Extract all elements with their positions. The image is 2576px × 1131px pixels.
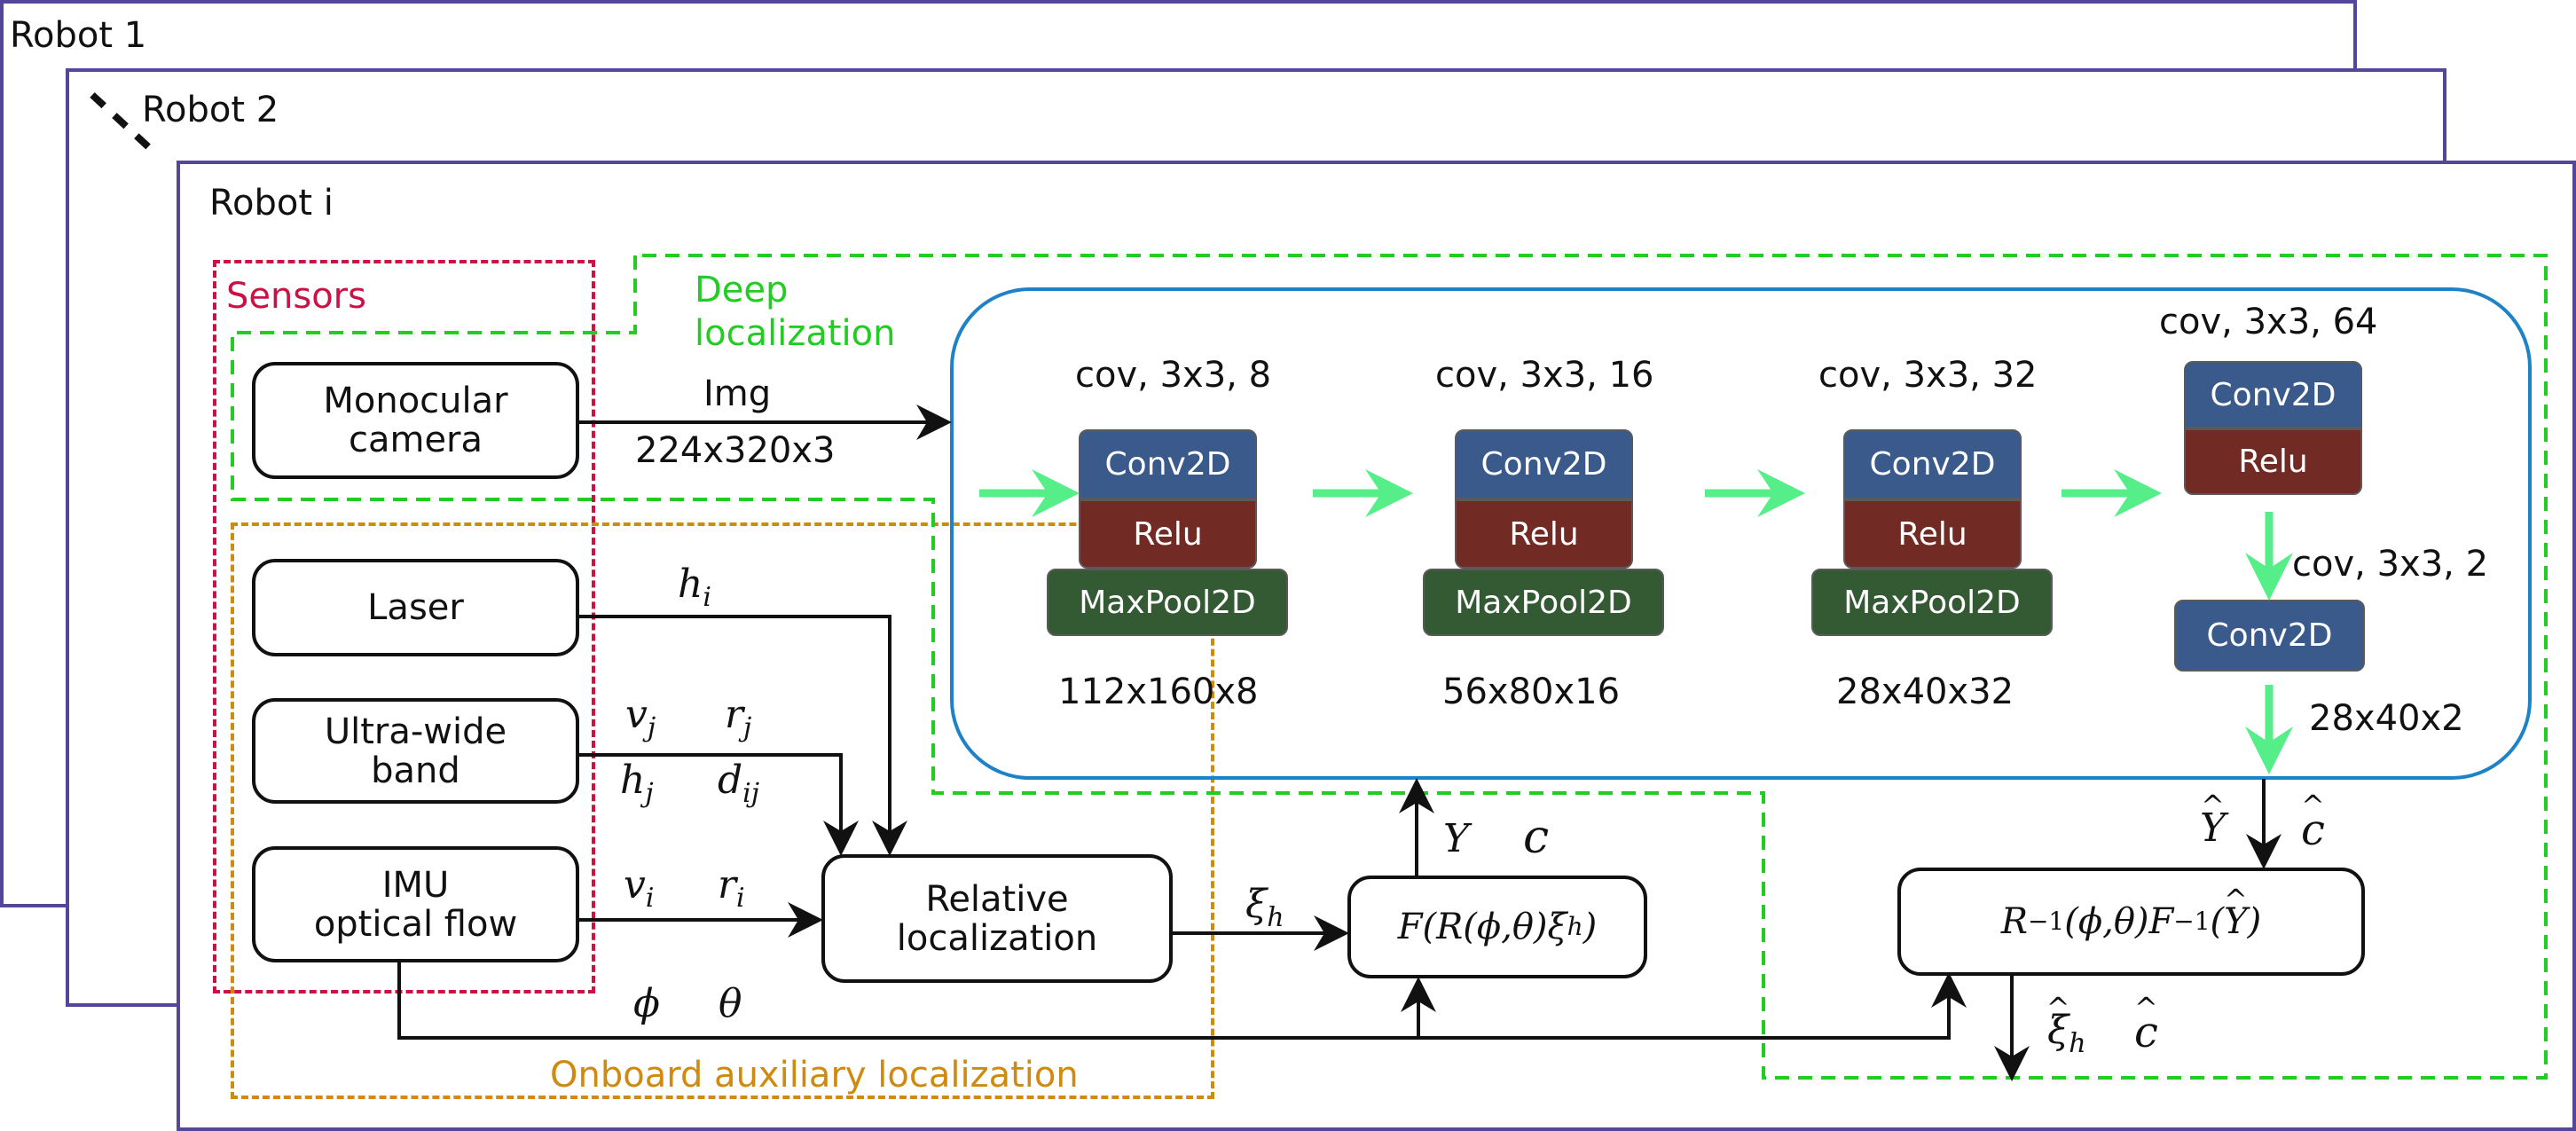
stage-3-maxpool2d: MaxPool2D [1811,569,2053,636]
hj-symbol: h [620,758,646,803]
onboard-localization-group [231,522,1214,1099]
hj-subscript: j [645,777,654,809]
cnn-panel [950,287,2532,780]
c-hat-output-label: c [2134,1011,2158,1054]
robot-1-title: Robot 1 [10,15,147,56]
c-hat-symbol: c [2301,809,2325,852]
final-conv2d: Conv2D [2174,600,2365,672]
ultra-wide-band-node: Ultra-wide band [252,698,579,804]
laser-node: Laser [252,559,579,656]
stage-2-conv2d: Conv2D [1455,429,1633,499]
xi-hat-symbol: ξ [2047,1011,2069,1050]
laser-arrow [579,615,907,856]
xi-h-label: ξh [1245,885,1284,931]
y-label: Y [1443,816,1470,861]
relative-localization-node: Relative localization [821,854,1173,983]
stage-3-output: 28x40x32 [1836,672,2014,712]
v-symbol: v [625,692,648,737]
h-subscript: i [703,581,711,613]
stage-3-spec: cov, 3x3, 32 [1818,355,2038,396]
stage-3-conv2d: Conv2D [1843,429,2022,499]
c-label: c [1523,811,1550,864]
c-hat-label: c [2301,809,2325,852]
r-subscript: j [743,711,752,743]
d-subscript: ij [742,777,760,809]
stage-4-relu: Relu [2184,428,2362,495]
transform-node-end: ) [1583,907,1598,947]
stage-2-relu: Relu [1455,499,1633,569]
uwb-v-label: vj [625,695,656,742]
stage-4-conv2d: Conv2D [2184,361,2362,428]
stage-4-spec: cov, 3x3, 64 [2159,302,2378,342]
img-size-label: 224x320x3 [635,430,836,471]
stage-1-relu: Relu [1079,499,1257,569]
monocular-camera-node: Monocular camera [252,362,579,479]
xi-hat-h-label: ξh [2047,1011,2086,1057]
deep-localization-group [231,254,2548,1080]
laser-edge-label: hi [678,565,711,611]
transform-node-text: F(R(ϕ,θ)ξ [1397,907,1567,947]
d-symbol: d [718,758,743,803]
ri-symbol: r [718,862,737,907]
inverse-node-end: ) [2247,901,2262,942]
h-symbol: h [678,562,703,607]
y-hat-label: Y [2200,809,2226,848]
inverse-node-y-hat: Y [2224,902,2247,941]
final-spec: cov, 3x3, 2 [2292,544,2489,585]
deep-localization-label: Deep localization [695,270,896,354]
attitude-bus [397,962,1967,1040]
ri-subscript: i [736,882,745,914]
stage-1-maxpool2d: MaxPool2D [1047,569,1288,636]
robot-2-title: Robot 2 [142,90,279,130]
stage-2-output: 56x80x16 [1442,672,1621,712]
transform-node-sub: h [1567,911,1583,941]
inverse-node-exp-2: −1 [2173,906,2211,936]
v-subscript: j [647,711,656,743]
stage-1-spec: cov, 3x3, 8 [1075,355,1272,396]
robot-i-title: Robot i [209,183,334,224]
stage-1-conv2d: Conv2D [1079,429,1257,499]
uwb-r-label: rj [725,695,751,742]
inverse-transform-node: R−1(ϕ,θ)F−1(Y) [1897,868,2365,976]
stage-2-maxpool2d: MaxPool2D [1423,569,1664,636]
uwb-d-label: dij [718,761,759,807]
onboard-localization-label: Onboard auxiliary localization [550,1055,1079,1096]
uwb-h-label: hj [620,761,654,807]
final-output: 28x40x2 [2309,698,2464,739]
xi-subscript: h [1267,901,1284,933]
imu-r-label: ri [718,866,745,912]
xi-hat-subscript: h [2069,1027,2086,1059]
stage-2-spec: cov, 3x3, 16 [1435,355,1654,396]
phi-label: ϕ [633,981,660,1026]
y-hat-symbol: Y [2200,809,2226,848]
stage-3-relu: Relu [1843,499,2022,569]
robot-ellipsis [90,92,155,153]
theta-label: θ [719,981,742,1026]
xi-symbol: ξ [1245,882,1268,927]
sensors-group-label: Sensors [226,276,366,317]
inverse-node-r: R [2000,901,2028,942]
stage-1-output: 112x160x8 [1058,672,1259,712]
inverse-node-exp-1: −1 [2027,906,2065,936]
r-symbol: r [725,692,744,737]
vi-symbol: v [624,862,646,907]
sensors-group [213,260,595,994]
img-label: Img [703,373,772,414]
imu-v-label: vi [624,866,654,912]
c-hat-output-symbol: c [2134,1011,2158,1054]
imu-optical-flow-node: IMU optical flow [252,846,579,962]
uwb-arrow [579,753,859,856]
vi-subscript: i [645,882,655,914]
inverse-node-args: (ϕ,θ)F [2064,901,2174,942]
